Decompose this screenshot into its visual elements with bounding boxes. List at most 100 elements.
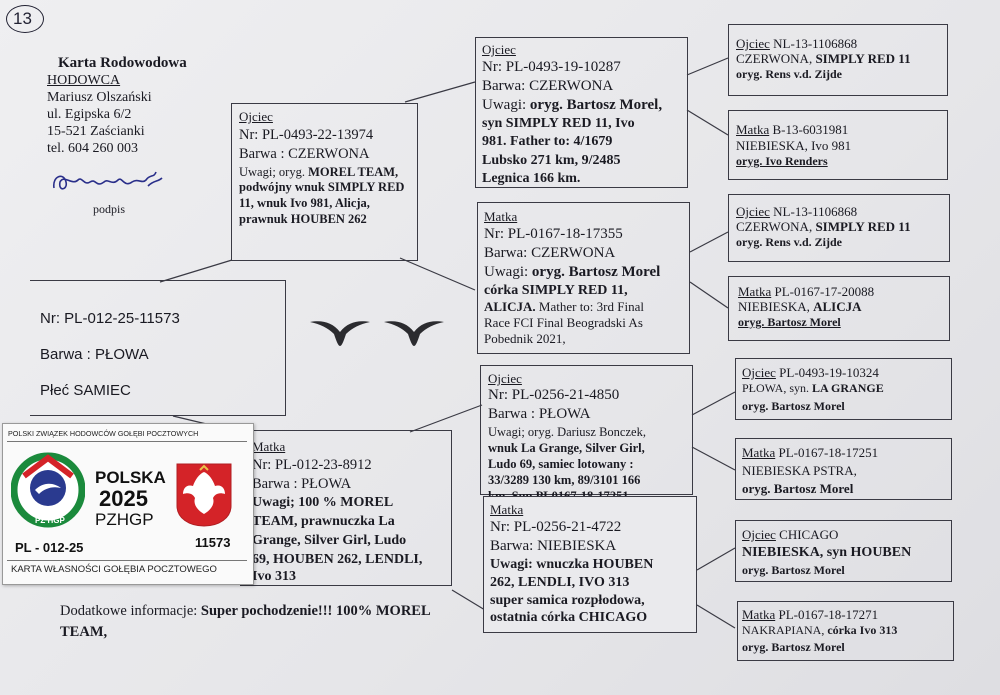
mother-notes-line: 69, HOUBEN 262, LENDLI,: [252, 552, 423, 567]
badge-header: POLSKI ZWIĄZEK HODOWCÓW GOŁĘBI POCZTOWYC…: [8, 429, 199, 438]
breeder-phone: tel. 604 260 003: [47, 141, 138, 156]
great-grandparent-desc: NIEBIESKA, Ivo 981: [736, 138, 852, 153]
great-grandparent-box: [728, 194, 950, 262]
father-color: Barwa : CZERWONA: [239, 146, 370, 162]
great-grandparent-origin: oryg. Bartosz Morel: [742, 399, 845, 413]
pigeon-icon: [384, 321, 444, 346]
pigeon-icon: [310, 321, 370, 346]
maternal-grandmother-color: Barwa: NIEBIESKA: [490, 538, 617, 554]
maternal-grandfather-clip: km, Sup PL0167-18-17251: [480, 489, 693, 497]
paternal-grandfather-number: Nr: PL-0493-19-10287: [482, 59, 621, 75]
great-grandparent-origin: oryg. Bartosz Morel: [738, 315, 841, 329]
father-notes-line: podwójny wnuk SIMPLY RED: [239, 180, 405, 194]
breeder-name: Mariusz Olszański: [47, 90, 152, 105]
maternal-grandmother-box: [483, 496, 697, 633]
badge-divider: [7, 560, 247, 561]
great-grandparent-box: [728, 24, 948, 96]
great-grandparent-number: Ojciec CHICAGO: [742, 527, 839, 542]
maternal-grandmother-notes-line: super samica rozpłodowa,: [490, 593, 645, 608]
great-grandparent-number: Ojciec NL-13-1106868: [736, 36, 858, 51]
maternal-grandfather-number: Nr: PL-0256-21-4850: [488, 387, 620, 403]
badge-code: PL - 012-25: [15, 540, 84, 555]
great-grandparent-desc: NIEBIESKA, syn HOUBEN: [742, 545, 912, 560]
mother-label: Matka: [252, 439, 286, 454]
great-grandparent-desc: NIEBIESKA PSTRA,: [742, 463, 857, 478]
great-grandparent-origin: oryg. Rens v.d. Zijde: [736, 235, 843, 249]
maternal-grandfather-box: [480, 365, 693, 495]
great-grandparent-desc: NAKRAPIANA, córka Ivo 313: [742, 623, 898, 637]
paternal-grandmother-number: Nr: PL-0167-18-17355: [484, 226, 623, 242]
pigeon-sex: Płeć SAMIEC: [40, 382, 131, 399]
paternal-grandfather-notes-line: Legnica 166 km.: [482, 171, 581, 186]
badge-ring-number: 11573: [195, 535, 231, 550]
breeder-city: 15-521 Zaścianki: [47, 124, 145, 139]
paternal-grandmother-notes-line: Race FCI Final Beogradski As: [484, 315, 643, 330]
badge-footer: KARTA WŁASNOŚCI GOŁĘBIA POCZTOWEGO: [11, 564, 217, 575]
great-grandparent-box: [735, 358, 952, 420]
maternal-grandfather-notes-line: Ludo 69, samiec lotowany :: [488, 457, 634, 471]
maternal-grandmother-number: Nr: PL-0256-21-4722: [490, 519, 622, 535]
paternal-grandfather-box: [475, 37, 688, 188]
father-label: Ojciec: [239, 109, 273, 124]
maternal-grandfather-label: Ojciec: [488, 371, 522, 386]
paternal-grandfather-notes-line: Lubsko 271 km, 9/2485: [482, 153, 621, 168]
additional-info: Dodatkowe informacje: Super pochodzenie!…: [60, 603, 431, 619]
great-grandparent-origin: oryg. Bartosz Morel: [742, 563, 845, 577]
great-grandparent-number: Matka B-13-6031981: [736, 122, 849, 137]
breeder-street: ul. Egipska 6/2: [47, 107, 132, 122]
additional-info-line: TEAM,: [60, 624, 108, 640]
great-grandparent-box: [728, 110, 948, 180]
card-title: Karta Rodowodowa: [58, 55, 187, 71]
great-grandparent-number: Ojciec NL-13-1106868: [736, 204, 858, 219]
paternal-grandfather-notes: Uwagi: oryg. Bartosz Morel,: [482, 97, 663, 113]
signature: [53, 171, 163, 190]
paternal-grandmother-box: [477, 202, 690, 354]
badge-year: 2025: [99, 486, 148, 511]
pigeon-color: Barwa : PŁOWA: [40, 346, 149, 363]
great-grandparent-origin: oryg. Rens v.d. Zijde: [736, 67, 843, 81]
maternal-grandmother-notes-line: 262, LENDLI, IVO 313: [490, 575, 630, 590]
pigeon-number: Nr: PL-012-25-11573: [40, 310, 180, 327]
mother-notes-line: Uwagi; 100 % MOREL: [252, 495, 394, 510]
great-grandparent-origin: oryg. Bartosz Morel: [742, 640, 845, 654]
great-grandparent-box: [737, 601, 954, 661]
paternal-grandmother-notes-line: ALICJA. Mather to: 3rd Final: [484, 299, 644, 314]
paternal-grandfather-color: Barwa: CZERWONA: [482, 78, 614, 94]
mother-notes-line: Ivo 313: [252, 569, 296, 584]
maternal-grandfather-notes: Uwagi; oryg. Dariusz Bonczek,: [488, 425, 646, 439]
page-number: 13: [13, 9, 32, 28]
paternal-grandmother-notes-line: córka SIMPLY RED 11,: [484, 283, 628, 298]
great-grandparent-desc: CZERWONA, SIMPLY RED 11: [736, 219, 911, 234]
breeder-label: HODOWCA: [47, 73, 121, 88]
badge-divider: [7, 441, 247, 442]
page-number-circle: [6, 5, 44, 33]
paternal-grandmother-label: Matka: [484, 209, 518, 224]
maternal-grandfather-notes-line: 33/3289 130 km, 89/3101 166: [488, 473, 641, 487]
great-grandparent-desc: PŁOWA, syn. LA GRANGE: [742, 381, 884, 395]
great-grandparent-box: [735, 438, 952, 500]
mother-notes-line: Grange, Silver Girl, Ludo: [252, 533, 407, 548]
signature-label: podpis: [93, 202, 126, 216]
great-grandparent-origin: oryg. Ivo Renders: [736, 154, 828, 168]
pzhgp-logo: [11, 452, 85, 528]
paternal-grandmother-notes-line: Pobednik 2021,: [484, 331, 566, 346]
great-grandparent-box: [735, 520, 952, 582]
mother-notes-line: TEAM, prawnuczka La: [252, 514, 395, 529]
great-grandparent-origin: oryg. Bartosz Morel: [742, 481, 854, 496]
great-grandparent-number: Matka PL-0167-18-17251: [742, 445, 879, 460]
paternal-grandmother-color: Barwa: CZERWONA: [484, 245, 616, 261]
maternal-grandfather-notes-line: km, Sup PL0167-18-17251: [488, 489, 629, 497]
badge-org: PZHGP: [95, 510, 154, 529]
ownership-card-sticker: POLSKI ZWIĄZEK HODOWCÓW GOŁĘBI POCZTOWYC…: [2, 423, 254, 585]
polish-eagle-emblem: [176, 463, 232, 527]
badge-country: POLSKA: [95, 468, 166, 487]
great-grandparent-number: Matka PL-0167-18-17271: [742, 607, 879, 622]
mother-number: Nr: PL-012-23-8912: [252, 457, 372, 473]
maternal-grandfather-notes-line: wnuk La Grange, Silver Girl,: [488, 441, 645, 455]
father-notes: Uwagi; oryg. MOREL TEAM,: [239, 165, 399, 179]
maternal-grandfather-color: Barwa : PŁOWA: [488, 406, 591, 422]
father-number: Nr: PL-0493-22-13974: [239, 127, 374, 143]
father-box: [231, 103, 418, 261]
